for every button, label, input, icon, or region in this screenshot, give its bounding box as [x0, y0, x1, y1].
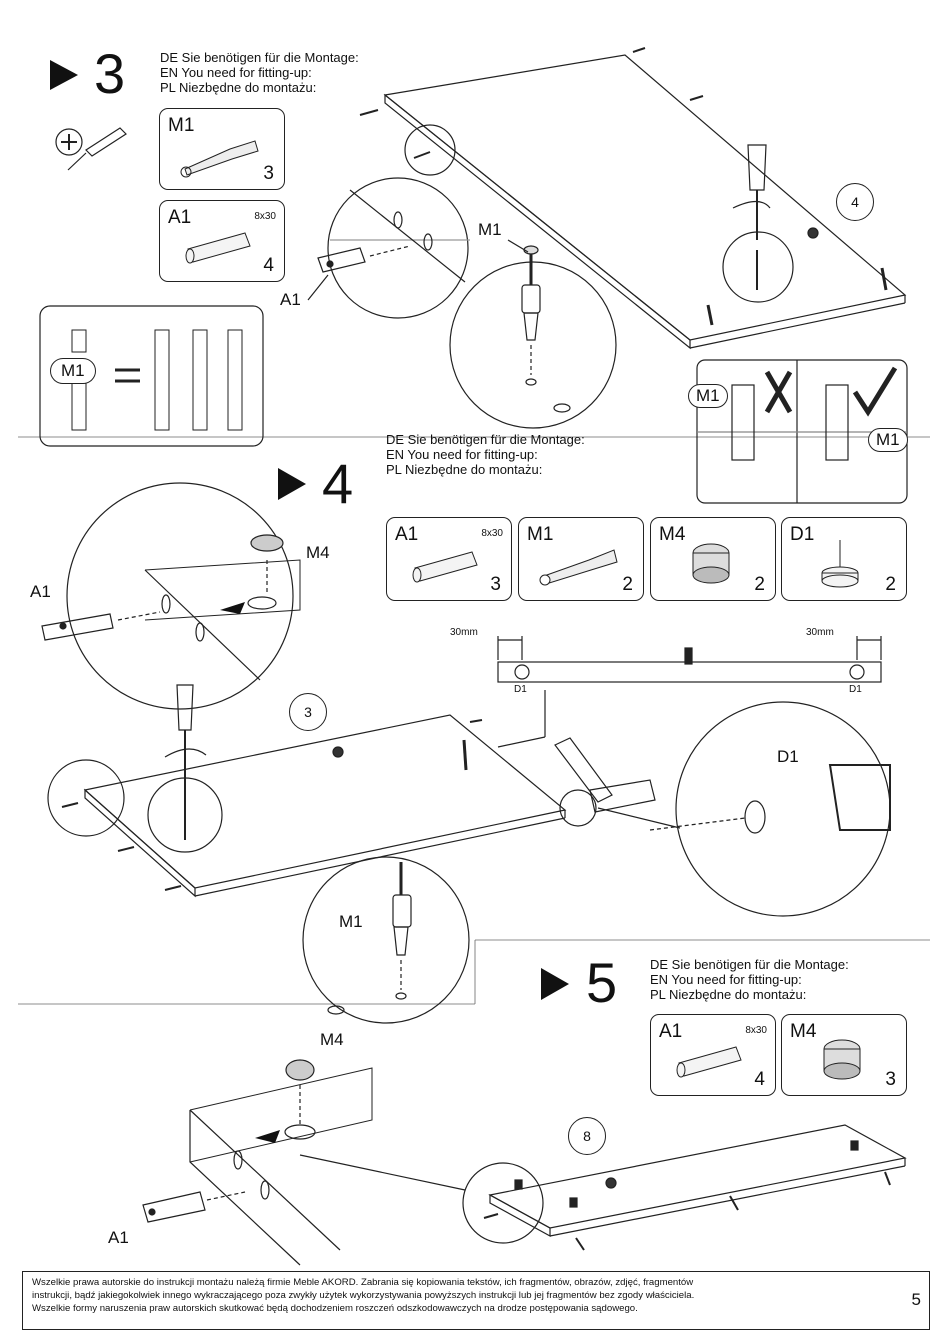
cam-lock-icon	[692, 543, 730, 584]
step4-screwdriver-detail	[147, 684, 223, 853]
hammer-icon	[554, 737, 656, 827]
part-code: A1	[395, 524, 419, 545]
dimension-left: 30mm	[450, 627, 478, 638]
cam-bolt-orientation-box	[696, 359, 908, 504]
part-box-m1: M1 2	[518, 517, 644, 601]
callout-m1: M1	[339, 912, 363, 931]
step3-cam-bolt-zoom-detail	[449, 239, 617, 429]
part-quantity: 2	[754, 574, 765, 595]
step4-requirement-pl: PL Niezbędne do montażu:	[386, 462, 543, 477]
step3-arrow-icon	[50, 60, 78, 90]
step3-screwdriver-zoom-detail	[722, 144, 794, 303]
page-number: 5	[911, 1290, 921, 1309]
part-code: D1	[790, 524, 815, 545]
part-quantity: 3	[263, 163, 274, 184]
equivalence-label: M1	[50, 358, 96, 384]
step3-requirement-de: DE Sie benötigen für die Montage:	[160, 50, 359, 65]
part-size: 8x30	[481, 528, 503, 539]
callout-a1: A1	[30, 582, 51, 601]
callout-m4: M4	[306, 543, 330, 562]
part-quantity: 3	[490, 574, 501, 595]
part-quantity: 2	[885, 574, 896, 595]
step4-corner-zoom-detail	[47, 759, 125, 837]
wooden-dowel-icon	[676, 1046, 742, 1078]
cam-bolt-icon	[539, 549, 618, 586]
wooden-dowel-icon	[412, 551, 478, 583]
step4-requirement-de: DE Sie benötigen für die Montage:	[386, 432, 585, 447]
step5-panel-drawing	[462, 1124, 907, 1251]
part-quantity: 4	[754, 1069, 765, 1090]
part-code: M4	[659, 524, 686, 545]
callout-m4: M4	[320, 1030, 344, 1049]
glide-label-left: D1	[514, 684, 527, 695]
step5-requirement-pl: PL Niezbędne do montażu:	[650, 987, 807, 1002]
step5-number: 5	[586, 951, 618, 1014]
copyright-footer: Wszelkie prawa autorskie do instrukcji m…	[22, 1271, 930, 1330]
part-box-d1: D1 2	[781, 517, 907, 601]
dimension-right: 30mm	[806, 627, 834, 638]
step4-cam-bolt-zoom-detail	[302, 856, 470, 1024]
step3-requirement-en: EN You need for fitting-up:	[160, 65, 312, 80]
callout-a1: A1	[108, 1228, 129, 1247]
step3-requirement-pl: PL Niezbędne do montażu:	[160, 80, 317, 95]
step3-number: 3	[94, 42, 126, 105]
panel-number-bubble: 3	[289, 693, 327, 731]
cam-lock-icon	[823, 1039, 861, 1080]
step5-arrow-icon	[541, 968, 569, 1000]
step4-cam-lock-zoom-detail	[41, 482, 301, 710]
copyright-line-2: instrukcji, bądź jakiegokolwiek innego w…	[32, 1290, 695, 1301]
step3-dowel-zoom-detail	[307, 177, 470, 319]
step5-requirement-de: DE Sie benötigen für die Montage:	[650, 957, 849, 972]
part-box-a1: A1 8x30 4	[159, 200, 285, 282]
glide-position-diagram	[497, 636, 882, 683]
step5-requirement-en: EN You need for fitting-up:	[650, 972, 802, 987]
part-box-m1: M1 3	[159, 108, 285, 190]
part-code: M4	[790, 1021, 817, 1042]
wooden-dowel-icon	[185, 232, 251, 264]
part-code: M1	[527, 524, 554, 545]
step4-arrow-icon	[278, 468, 306, 500]
part-box-a1: A1 8x30 4	[650, 1014, 776, 1096]
step4-requirement-en: EN You need for fitting-up:	[386, 447, 538, 462]
correct-orientation-label: M1	[868, 428, 908, 452]
glide-zoom-detail	[597, 701, 891, 917]
glide-label-right: D1	[849, 684, 862, 695]
callout-m1: M1	[478, 220, 502, 239]
part-code: M1	[168, 115, 195, 136]
part-quantity: 4	[263, 255, 274, 276]
part-size: 8x30	[745, 1025, 767, 1036]
furniture-glide-icon	[821, 540, 859, 588]
callout-a1: A1	[280, 290, 301, 309]
part-box-a1: A1 8x30 3	[386, 517, 512, 601]
part-quantity: 3	[885, 1069, 896, 1090]
part-code: A1	[168, 207, 192, 228]
copyright-line-1: Wszelkie prawa autorskie do instrukcji m…	[32, 1277, 694, 1288]
part-box-m4: M4 2	[650, 517, 776, 601]
step4-number: 4	[322, 452, 354, 515]
callout-d1: D1	[777, 747, 799, 766]
panel-number-bubble: 4	[836, 183, 874, 221]
step3-panel-drawing	[359, 47, 907, 350]
wrong-orientation-label: M1	[688, 384, 728, 408]
part-box-m4: M4 3	[781, 1014, 907, 1096]
copyright-line-3: Wszelkie formy naruszenia praw autorskic…	[32, 1303, 638, 1314]
cam-bolt-icon	[180, 140, 259, 178]
part-size: 8x30	[254, 211, 276, 222]
cam-bolt-equivalence-box	[39, 305, 264, 447]
part-code: A1	[659, 1021, 683, 1042]
step4-panel-drawing	[61, 714, 567, 898]
phillips-screwdriver-icon	[55, 127, 127, 171]
step5-cam-lock-detail	[142, 1059, 373, 1266]
part-quantity: 2	[622, 574, 633, 595]
panel-number-bubble: 8	[568, 1117, 606, 1155]
